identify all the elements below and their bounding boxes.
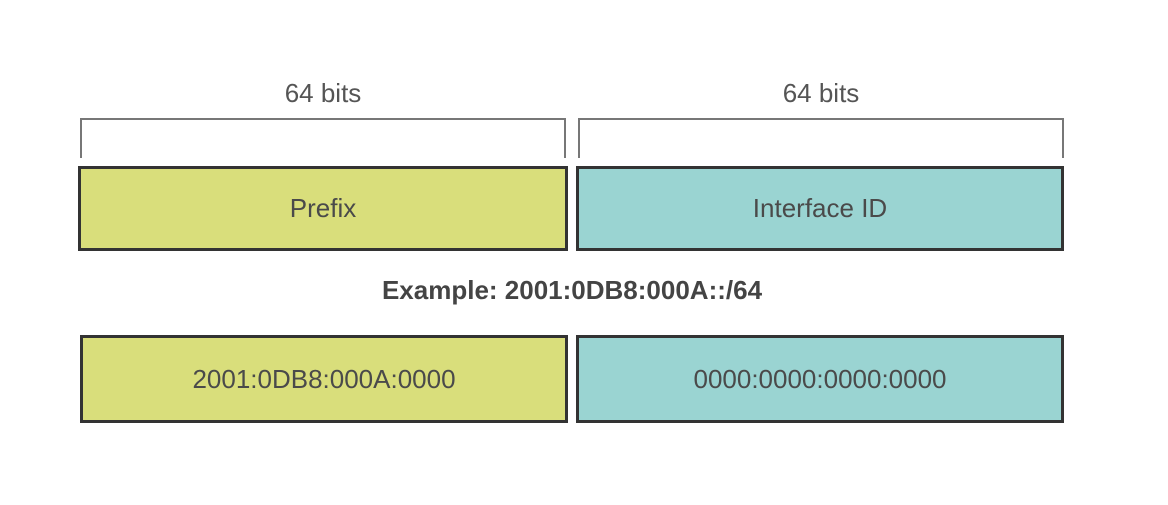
right-bracket <box>578 118 1064 158</box>
example-prefix-box: 2001:0DB8:000A:0000 <box>80 335 568 423</box>
prefix-label: Prefix <box>289 193 357 223</box>
interface-id-box: Interface ID <box>576 166 1064 251</box>
prefix-box: Prefix <box>78 166 568 251</box>
interface-id-label: Interface ID <box>752 193 888 223</box>
example-prefix-value: 2001:0DB8:000A:0000 <box>192 363 456 394</box>
example-interface-id-box: 0000:0000:0000:0000 <box>576 335 1064 423</box>
example-interface-id-value: 0000:0000:0000:0000 <box>693 363 947 394</box>
right-bits-label: 64 bits <box>782 78 860 108</box>
example-title: Example: 2001:0DB8:000A::/64 <box>381 275 763 305</box>
left-bits-label: 64 bits <box>284 78 362 108</box>
left-bracket <box>80 118 566 158</box>
